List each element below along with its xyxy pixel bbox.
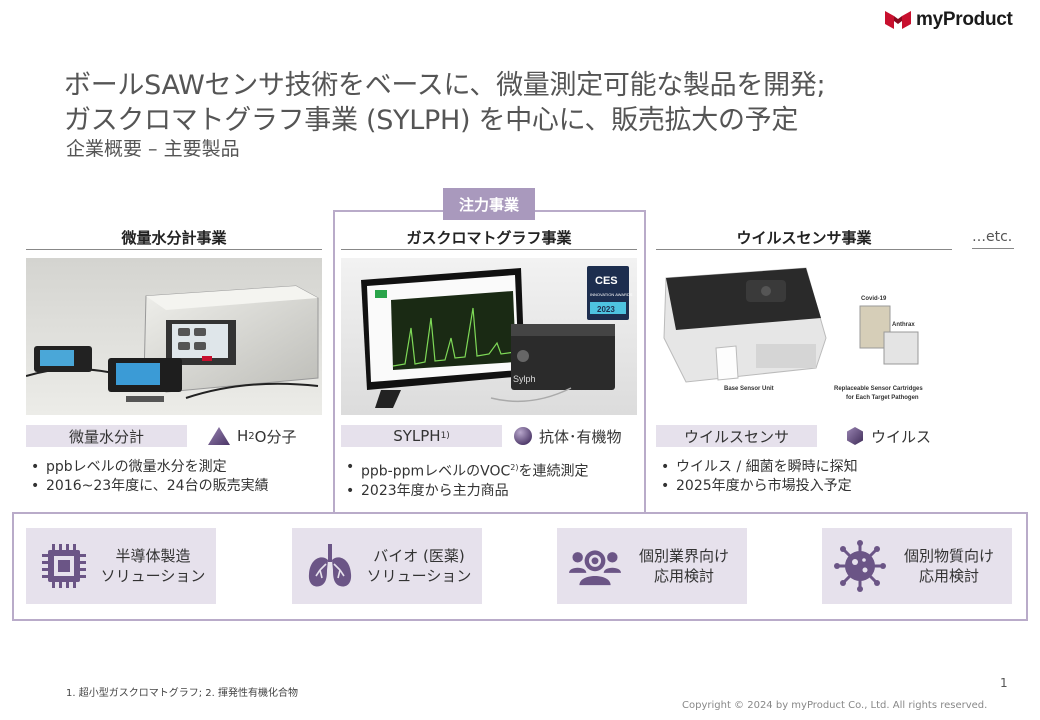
svg-text:INNOVATION AWARDS: INNOVATION AWARDS bbox=[590, 292, 633, 297]
svg-text:Anthrax: Anthrax bbox=[892, 322, 915, 328]
list-item: 2016~23年度に、24台の販売実績 bbox=[26, 477, 269, 496]
column-divider bbox=[656, 249, 952, 250]
virus-sensor-photo: Base Sensor Unit Covid-19 Anthrax Replac… bbox=[656, 258, 952, 415]
svg-text:CES: CES bbox=[595, 275, 618, 287]
triangle-icon bbox=[208, 427, 230, 445]
solution-label-line1: バイオ (医薬) bbox=[373, 547, 465, 565]
moisture-analyzer-photo bbox=[26, 258, 322, 415]
column-heading-gc: ガスクロマトグラフ事業 bbox=[406, 229, 572, 247]
page-number: 1 bbox=[1000, 676, 1008, 690]
solution-bio: バイオ (医薬) ソリューション bbox=[292, 528, 482, 604]
solution-label-line1: 個別物質向け bbox=[903, 547, 994, 565]
target-virus: ウイルス bbox=[846, 425, 931, 447]
virus-icon bbox=[834, 540, 886, 592]
solution-industry: 個別業界向け 応用検討 bbox=[557, 528, 747, 604]
solution-substance: 個別物質向け 応用検討 bbox=[822, 528, 1012, 604]
svg-text:2023: 2023 bbox=[597, 305, 615, 314]
etc-label: …etc. bbox=[972, 229, 1013, 245]
solution-semiconductor: 半導体製造 ソリューション bbox=[26, 528, 216, 604]
page-subtitle: 企業概要 – 主要製品 bbox=[66, 138, 240, 160]
solution-label-line2: ソリューション bbox=[100, 567, 206, 585]
lungs-icon bbox=[308, 544, 352, 587]
product-name-virus-sensor: ウイルスセンサ bbox=[656, 425, 817, 447]
svg-text:for Each Target Pathogen: for Each Target Pathogen bbox=[846, 395, 919, 401]
page-title-line-2: ガスクロマトグラフ事業 (SYLPH) を中心に、販売拡大の予定 bbox=[64, 105, 799, 136]
svg-text:Base Sensor Unit: Base Sensor Unit bbox=[724, 386, 774, 392]
logo-mark-icon bbox=[885, 11, 911, 29]
list-item: ウイルス / 細菌を瞬時に探知 bbox=[656, 458, 858, 477]
column-divider bbox=[341, 249, 637, 250]
copyright: Copyright © 2024 by myProduct Co., Ltd. … bbox=[682, 700, 988, 711]
page-title-line-1: ボールSAWセンサ技術をベースに、微量測定可能な製品を開発; bbox=[64, 70, 826, 101]
product-name-moisture: 微量水分計 bbox=[26, 425, 187, 447]
logo-text: myProduct bbox=[916, 9, 1013, 30]
chip-icon bbox=[42, 544, 86, 588]
list-item: ppb-ppmレベルのVOC2)を連続測定 bbox=[341, 458, 588, 482]
svg-text:Replaceable Sensor Cartridges: Replaceable Sensor Cartridges bbox=[834, 386, 923, 392]
solution-label-line2: 応用検討 bbox=[918, 567, 979, 585]
solution-label-line2: 応用検討 bbox=[653, 567, 714, 585]
hexagon-icon bbox=[847, 427, 863, 445]
svg-text:Covid-19: Covid-19 bbox=[861, 296, 887, 302]
svg-text:Sylph: Sylph bbox=[513, 374, 536, 384]
solution-label-line1: 個別業界向け bbox=[638, 547, 729, 565]
sphere-icon bbox=[514, 427, 532, 445]
sylph-photo: Sylph CES INNOVATION AWARDS 2023 bbox=[341, 258, 637, 415]
etc-divider bbox=[972, 248, 1014, 249]
bullet-list-gc: ppb-ppmレベルのVOC2)を連続測定 2023年度から主力商品 bbox=[341, 458, 588, 501]
focus-business-tag: 注力事業 bbox=[443, 188, 535, 220]
column-heading-virus: ウイルスセンサ事業 bbox=[736, 229, 872, 247]
bullet-list-virus: ウイルス / 細菌を瞬時に探知 2025年度から市場投入予定 bbox=[656, 458, 858, 496]
solution-label-line2: ソリューション bbox=[366, 567, 472, 585]
column-heading-moisture: 微量水分計事業 bbox=[121, 229, 227, 247]
company-logo: myProduct bbox=[885, 9, 1013, 30]
bullet-list-moisture: ppbレベルの微量水分を測定 2016~23年度に、24台の販売実績 bbox=[26, 458, 269, 496]
footnote: 1. 超小型ガスクロマトグラフ; 2. 揮発性有機化合物 bbox=[66, 688, 298, 699]
list-item: 2023年度から主力商品 bbox=[341, 482, 588, 501]
group-icon bbox=[569, 550, 621, 586]
list-item: 2025年度から市場投入予定 bbox=[656, 477, 858, 496]
list-item: ppbレベルの微量水分を測定 bbox=[26, 458, 269, 477]
solution-label-line1: 半導体製造 bbox=[115, 547, 191, 565]
column-divider bbox=[26, 249, 322, 250]
target-antibody: 抗体･有機物 bbox=[514, 425, 622, 447]
